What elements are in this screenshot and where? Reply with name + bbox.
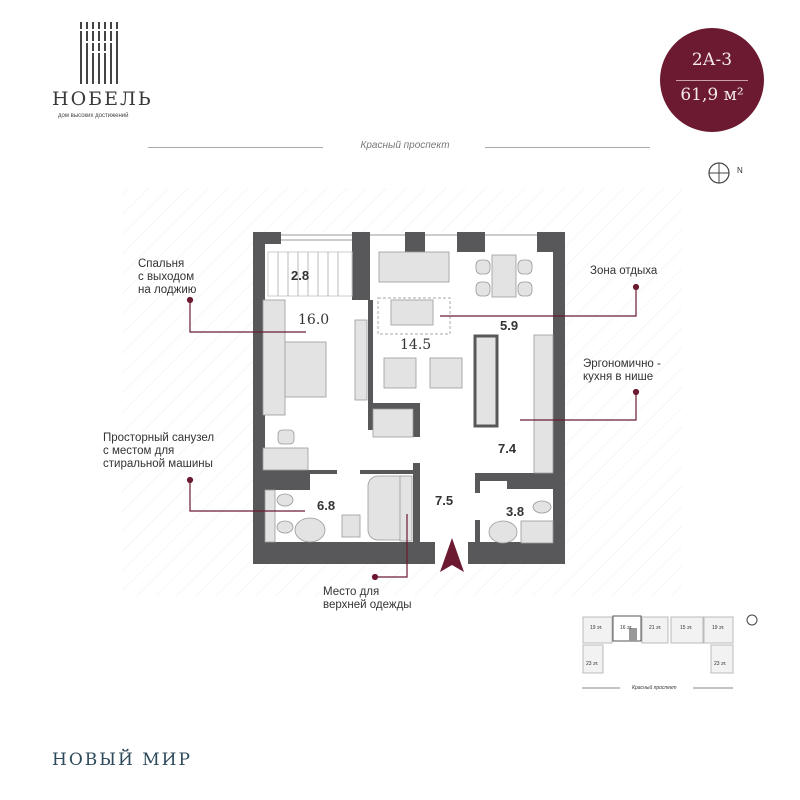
shower [520, 520, 554, 544]
entrance-arrow-icon [440, 538, 464, 572]
keyplan-section-4: 15 эт. [680, 625, 693, 631]
keyplan-section-6: 23 эт. [586, 661, 599, 667]
street-label: Красный проспект [360, 140, 450, 151]
note-wardrobe: Место для верхней одежды [323, 586, 412, 611]
keyplan-section-5: 19 эт. [712, 625, 725, 631]
note-bedroom: Спальня с выходом на лоджию [138, 258, 197, 296]
compass-label: N [737, 166, 743, 175]
kitchen-counter [533, 334, 554, 474]
note-bathroom: Просторный санузел с местом для стиральн… [103, 432, 215, 470]
keyplan-section-2-current: 16 эт. [620, 625, 633, 631]
keyplan-street: Красный проспект [632, 685, 677, 691]
room-area-kitchen: 7.4 [498, 441, 517, 456]
room-area-dining: 5.9 [500, 318, 519, 333]
loggia-slats [267, 251, 353, 297]
keyplan [582, 614, 758, 689]
sofa [378, 251, 450, 283]
keyplan-section-7: 23 эт. [714, 661, 727, 667]
annotation-leaders [186, 283, 640, 581]
note-kitchen: Эргономично - кухня в нише [583, 358, 661, 383]
room-area-loggia: 2.8 [291, 268, 310, 283]
room-area-bedroom: 16.0 [298, 312, 330, 328]
apartment-badge: 2А-3 61,9 м² [660, 28, 764, 132]
dining-table [491, 254, 517, 298]
keyplan-section-1: 19 эт. [590, 625, 603, 631]
room-area-living: 14.5 [400, 337, 432, 353]
wardrobe [399, 475, 413, 542]
note-lounge: Зона отдыха [590, 265, 658, 277]
apartment-code: 2А-3 [691, 50, 733, 70]
street-arrow-left [148, 147, 323, 148]
brand-tagline: дом высоких достижений [58, 113, 129, 119]
project-name: НОВЫЙ МИР [52, 750, 192, 770]
room-area-hall: 7.5 [435, 493, 454, 508]
tv-stand [473, 334, 499, 428]
keyplan-section-3: 21 эт. [649, 625, 662, 631]
room-area-bathroom: 6.8 [317, 498, 336, 513]
furniture [262, 251, 554, 544]
badge-divider [676, 80, 748, 81]
street-arrow-right [485, 147, 650, 148]
logo-mark [78, 22, 122, 84]
walls [253, 232, 565, 564]
room-area-wc: 3.8 [506, 504, 525, 519]
apartment-area: 61,9 м² [680, 85, 744, 105]
coffee-table [390, 299, 434, 326]
windows [281, 234, 537, 241]
desk [262, 447, 309, 471]
brand-name: НОБЕЛЬ [52, 88, 153, 110]
compass-icon [708, 162, 730, 184]
